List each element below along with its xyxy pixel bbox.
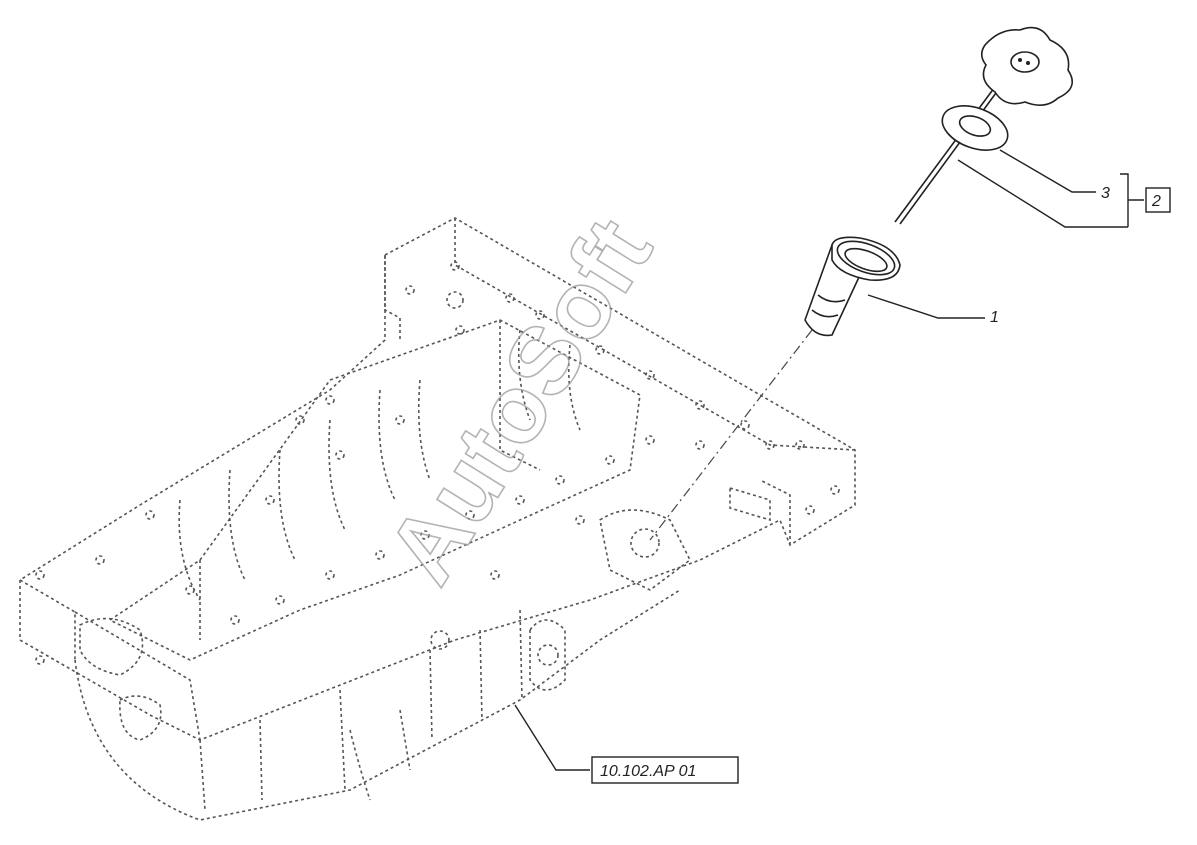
callout-ref: 10.102.AP 01 [600, 763, 696, 780]
callout-item-2: 2 [1151, 193, 1161, 210]
leader-item-1 [867, 294, 985, 319]
oil-filler-cap-icon [980, 26, 1074, 106]
oil-sump-icon [19, 217, 856, 821]
callout-box-ref [591, 756, 739, 784]
oil-filler-tube-icon [804, 236, 901, 337]
bracket-item-2 [1120, 173, 1144, 227]
assembly-axis-line [649, 329, 813, 541]
leader-item-3b [957, 159, 1128, 228]
callout-item-3: 3 [1101, 185, 1110, 202]
callout-box-item-2 [1145, 187, 1171, 213]
leader-ref [514, 704, 590, 771]
callout-item-1: 1 [990, 309, 999, 326]
watermark-text: AutoSoft [367, 201, 672, 601]
leader-item-3 [999, 149, 1096, 193]
dipstick-icon [894, 79, 1009, 225]
